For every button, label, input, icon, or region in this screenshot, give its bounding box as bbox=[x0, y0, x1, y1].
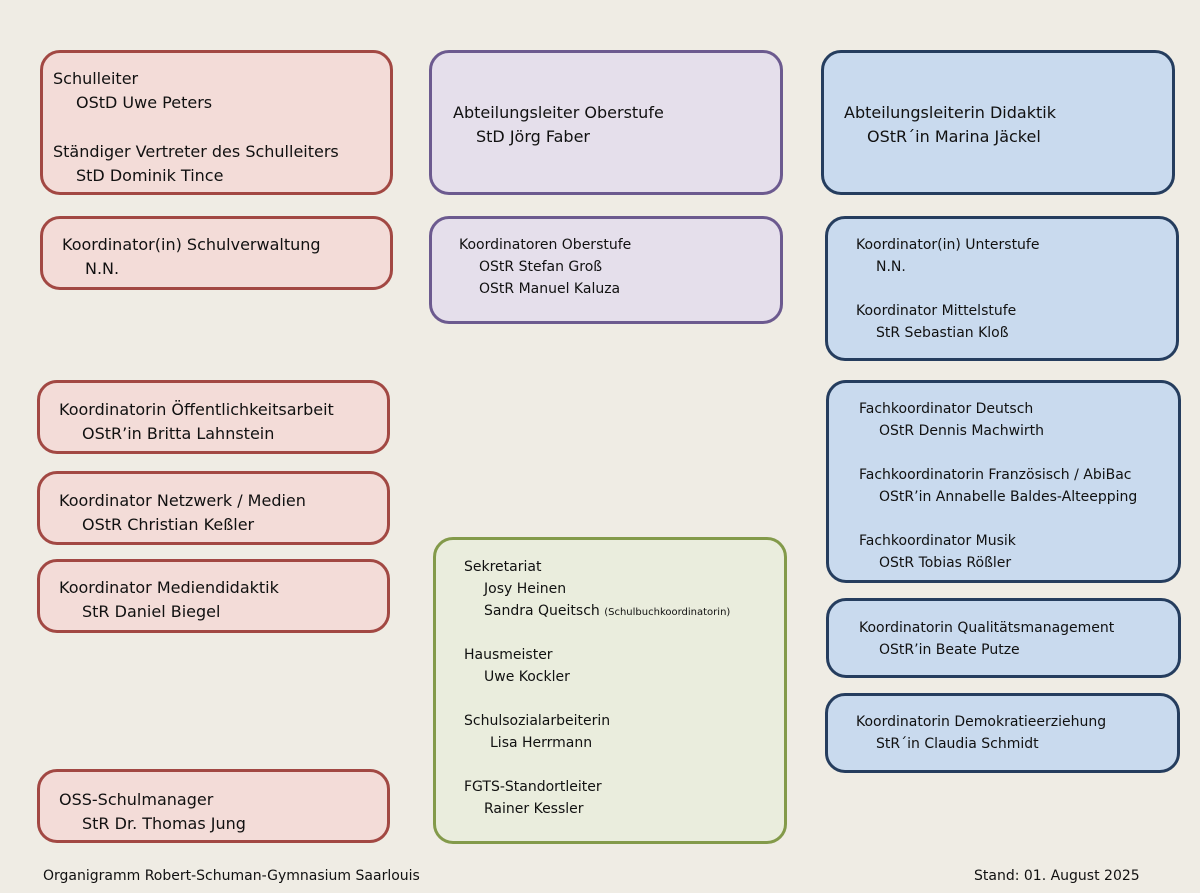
entry-name: OStR Manuel Kaluza bbox=[479, 281, 621, 297]
entry-name-text: Sandra Queitsch bbox=[484, 603, 600, 619]
fach-franzoesisch-entry: Fachkoordinatorin Französisch / AbiBac O… bbox=[859, 464, 1137, 508]
fach-musik-entry: Fachkoordinator Musik OStR Tobias Rößler bbox=[859, 530, 1016, 574]
entry-note: (Schulbuchkoordinatorin) bbox=[604, 607, 731, 618]
entry-name: OStR’in Beate Putze bbox=[879, 642, 1020, 658]
oeffentlichkeitsarbeit-entry: Koordinatorin Öffentlichkeitsarbeit OStR… bbox=[59, 398, 334, 446]
entry-name: StR Dr. Thomas Jung bbox=[82, 814, 246, 833]
sekretariat-entry: Sekretariat Josy Heinen Sandra Queitsch … bbox=[464, 556, 730, 624]
entry-name: OStR’in Britta Lahnstein bbox=[82, 424, 275, 443]
entry-title: Sekretariat bbox=[464, 559, 542, 575]
qualitaetsmanagement-entry: Koordinatorin Qualitätsmanagement OStR’i… bbox=[859, 617, 1114, 661]
entry-title: Koordinatorin Öffentlichkeitsarbeit bbox=[59, 400, 334, 419]
entry-title: Schulsozialarbeiterin bbox=[464, 713, 611, 729]
entry-name: StR´in Claudia Schmidt bbox=[876, 736, 1039, 752]
entry-name: OStR Stefan Groß bbox=[479, 259, 603, 275]
schulverwaltung-entry: Koordinator(in) Schulverwaltung N.N. bbox=[62, 233, 321, 281]
abteilungsleiterin-didaktik-entry: Abteilungsleiterin Didaktik OStR´in Mari… bbox=[844, 101, 1056, 149]
abteilungsleiterin-didaktik-box bbox=[821, 50, 1175, 195]
netzwerk-medien-box bbox=[37, 471, 390, 545]
demokratieerziehung-box bbox=[825, 693, 1180, 773]
entry-title: Abteilungsleiterin Didaktik bbox=[844, 103, 1056, 122]
abteilungsleiter-oberstufe-box bbox=[429, 50, 783, 195]
oss-schulmanager-box bbox=[37, 769, 390, 843]
entry-title: Fachkoordinatorin Französisch / AbiBac bbox=[859, 467, 1132, 483]
entry-title: OSS-Schulmanager bbox=[59, 790, 214, 809]
entry-name: OStR’in Annabelle Baldes-Alteepping bbox=[879, 489, 1138, 505]
entry-name: N.N. bbox=[876, 259, 906, 275]
entry-name: Sandra Queitsch (Schulbuchkoordinatorin) bbox=[464, 600, 730, 624]
mittelstufe-entry: Koordinator Mittelstufe StR Sebastian Kl… bbox=[856, 300, 1016, 344]
schulleiter-entry: Schulleiter OStD Uwe Peters bbox=[53, 67, 212, 115]
entry-name: Josy Heinen bbox=[484, 581, 567, 597]
oss-schulmanager-entry: OSS-Schulmanager StR Dr. Thomas Jung bbox=[59, 788, 246, 836]
entry-name: StR Sebastian Kloß bbox=[876, 325, 1009, 341]
qualitaetsmanagement-box bbox=[826, 598, 1181, 678]
stufenkoordination-box bbox=[825, 216, 1179, 361]
vertreter-entry: Ständiger Vertreter des Schulleiters StD… bbox=[53, 140, 339, 188]
fach-deutsch-entry: Fachkoordinator Deutsch OStR Dennis Mach… bbox=[859, 398, 1044, 442]
entry-title: Koordinator Mediendidaktik bbox=[59, 578, 279, 597]
entry-name: OStR Dennis Machwirth bbox=[879, 423, 1045, 439]
abteilungsleiter-oberstufe-entry: Abteilungsleiter Oberstufe StD Jörg Fabe… bbox=[453, 101, 664, 149]
entry-title: Koordinatorin Demokratieerziehung bbox=[856, 714, 1107, 730]
verwaltungspersonal-box bbox=[433, 537, 787, 844]
entry-title: Hausmeister bbox=[464, 647, 553, 663]
entry-name: StD Dominik Tince bbox=[76, 166, 224, 185]
entry-title: Abteilungsleiter Oberstufe bbox=[453, 103, 664, 122]
entry-title: Koordinator(in) Unterstufe bbox=[856, 237, 1040, 253]
entry-name: StD Jörg Faber bbox=[476, 127, 590, 146]
hausmeister-entry: Hausmeister Uwe Kockler bbox=[464, 644, 570, 688]
mediendidaktik-box bbox=[37, 559, 390, 633]
schulleitung-box bbox=[40, 50, 393, 195]
entry-name: Uwe Kockler bbox=[484, 669, 570, 685]
entry-name: OStD Uwe Peters bbox=[76, 93, 213, 112]
demokratieerziehung-entry: Koordinatorin Demokratieerziehung StR´in… bbox=[856, 711, 1106, 755]
entry-title: Koordinator Netzwerk / Medien bbox=[59, 491, 306, 510]
entry-title: FGTS-Standortleiter bbox=[464, 779, 602, 795]
entry-name: OStR´in Marina Jäckel bbox=[867, 127, 1041, 146]
fgts-entry: FGTS-Standortleiter Rainer Kessler bbox=[464, 776, 602, 820]
koordinatoren-oberstufe-entry: Koordinatoren Oberstufe OStR Stefan Groß… bbox=[459, 234, 631, 300]
entry-title: Ständiger Vertreter des Schulleiters bbox=[53, 142, 339, 161]
entry-name: StR Daniel Biegel bbox=[82, 602, 221, 621]
netzwerk-medien-entry: Koordinator Netzwerk / Medien OStR Chris… bbox=[59, 489, 306, 537]
entry-title: Koordinatorin Qualitätsmanagement bbox=[859, 620, 1115, 636]
oeffentlichkeitsarbeit-box bbox=[37, 380, 390, 454]
stand-date: Stand: 01. August 2025 bbox=[974, 868, 1140, 884]
entry-name: OStR Tobias Rößler bbox=[879, 555, 1012, 571]
mediendidaktik-entry: Koordinator Mediendidaktik StR Daniel Bi… bbox=[59, 576, 279, 624]
entry-title: Fachkoordinator Deutsch bbox=[859, 401, 1034, 417]
entry-name: OStR Christian Keßler bbox=[82, 515, 255, 534]
entry-title: Schulleiter bbox=[53, 69, 139, 88]
unterstufe-entry: Koordinator(in) Unterstufe N.N. bbox=[856, 234, 1039, 278]
fachkoordination-box bbox=[826, 380, 1181, 583]
entry-title: Fachkoordinator Musik bbox=[859, 533, 1016, 549]
schulverwaltung-box bbox=[40, 216, 393, 290]
entry-name: Lisa Herrmann bbox=[490, 735, 593, 751]
entry-title: Koordinator(in) Schulverwaltung bbox=[62, 235, 321, 254]
entry-title: Koordinatoren Oberstufe bbox=[459, 237, 632, 253]
organigramm-caption: Organigramm Robert-Schuman-Gymnasium Saa… bbox=[43, 868, 420, 884]
koordinatoren-oberstufe-box bbox=[429, 216, 783, 324]
entry-name: Rainer Kessler bbox=[484, 801, 584, 817]
schulsozialarbeit-entry: Schulsozialarbeiterin Lisa Herrmann bbox=[464, 710, 610, 754]
entry-name: N.N. bbox=[85, 259, 120, 278]
entry-title: Koordinator Mittelstufe bbox=[856, 303, 1017, 319]
